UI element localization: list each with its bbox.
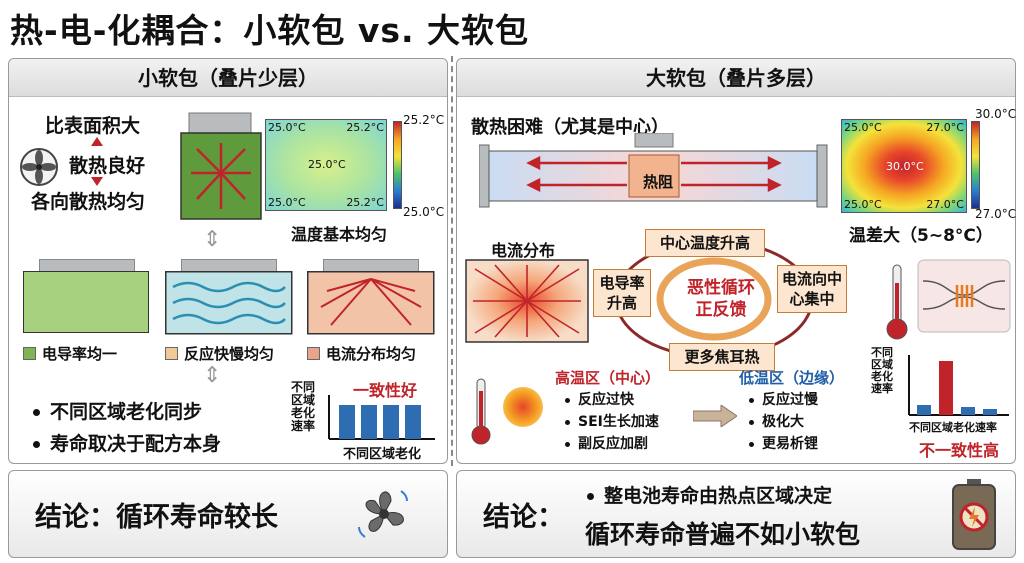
bar-edge-3	[983, 409, 997, 415]
small-colorbar	[393, 121, 402, 209]
arrow-down-icon	[91, 177, 103, 186]
legend-uniform-conductivity: 电导率均一	[23, 343, 117, 364]
zone-arrow-icon	[693, 405, 737, 427]
heat-resistance-label: 热阻	[643, 173, 674, 191]
small-thermal-map: 25.0°C 25.2°C 25.0°C 25.0°C 25.2°C	[265, 119, 387, 211]
double-arrow-icon-2: ⇕	[203, 363, 222, 388]
hot-spot-icon	[503, 387, 543, 427]
conclusion-right: 结论： 整电池寿命由热点区域决定 循环寿命普遍不如小软包	[456, 470, 1016, 558]
hot-zone-item-2: SEI生长加速	[565, 411, 659, 431]
bullet-life-formula: 寿命取决于配方本身	[33, 429, 221, 456]
cycle-more-joule-heat: 更多焦耳热	[669, 343, 775, 371]
large-thermal-center-label: 30.0°C	[886, 160, 924, 173]
colorbar-max-label: 25.2°C	[403, 113, 445, 127]
feature-uniform-dissipation: 各向散热均匀	[31, 191, 146, 213]
legend-uniform-reaction: 反应快慢均匀	[165, 343, 274, 364]
cycle-center-temp-rise: 中心温度升高	[645, 229, 765, 257]
bar-chart-ylabel: 不同区域老化速率	[291, 380, 316, 433]
bar-chart-xlabel: 不同区域老化	[343, 447, 422, 462]
thermal-tr-label: 25.2°C	[346, 121, 384, 134]
large-thermal-br-label: 27.0°C	[926, 198, 964, 211]
cell-uniform-reaction	[165, 271, 293, 335]
cell-uniform-current	[307, 271, 435, 335]
large-cell-diagram	[479, 133, 828, 208]
large-colorbar-min-label: 27.0°C	[975, 207, 1017, 221]
small-cell-diagram	[180, 112, 262, 220]
right-panel-header: 大软包（叠片多层）	[457, 59, 1015, 97]
large-thermal-tl-label: 25.0°C	[844, 121, 882, 134]
thermal-caption: 温度基本均匀	[291, 225, 388, 244]
thermal-center-label: 25.0°C	[308, 158, 346, 171]
bullet-sync-aging: 不同区域老化同步	[33, 397, 202, 424]
cold-zone-item-2: 极化大	[749, 411, 804, 431]
conclusion-right-line1: 整电池寿命由热点区域决定	[587, 481, 832, 508]
large-colorbar	[971, 121, 980, 209]
bar-chart-consistency-label: 一致性好	[353, 381, 418, 400]
thermal-tl-label: 25.0°C	[268, 121, 306, 134]
right-panel-large-pouch: 大软包（叠片多层） 散热困难（尤其是中心） 热阻 25.0°C 27.0°C 3…	[456, 58, 1016, 464]
bar-3	[383, 405, 399, 439]
thermal-br-label: 25.2°C	[346, 196, 384, 209]
wire-coil-icon	[917, 259, 1011, 333]
fan-icon	[20, 148, 58, 186]
right-bar-chart-label: 不一致性高	[919, 441, 1000, 460]
left-panel-header: 小软包（叠片少层）	[9, 59, 447, 97]
current-distribution-label: 电流分布	[491, 241, 556, 260]
page-title: 热-电-化耦合：小软包 vs. 大软包	[10, 11, 530, 50]
bar-center	[939, 361, 953, 415]
bar-2	[361, 405, 377, 439]
conclusion-left-text: 结论：循环寿命较长	[35, 502, 278, 533]
hot-zone-title: 高温区（中心）	[555, 369, 661, 387]
uniform-aging-bar-chart	[328, 395, 435, 440]
thermal-bl-label: 25.0°C	[268, 196, 306, 209]
temperature-difference-label: 温差大（5~8°C）	[849, 226, 993, 246]
panel-divider	[451, 56, 453, 466]
hot-thermometer-icon	[471, 378, 491, 445]
propeller-fan-icon	[358, 490, 408, 538]
heat-dissipation-caption: 散热困难（尤其是中心）	[471, 117, 669, 138]
cold-zone-title: 低温区（边缘）	[739, 369, 845, 387]
cycle-conductivity-rise: 电导率升高	[593, 269, 651, 317]
large-colorbar-max-label: 30.0°C	[975, 107, 1017, 121]
colorbar-min-label: 25.0°C	[403, 205, 445, 219]
left-panel-small-pouch: 小软包（叠片少层） 比表面积大 散热良好 各向散热均匀 25.0°C 25.2°…	[8, 58, 448, 464]
hot-zone-item-3: 副反应加剧	[565, 433, 648, 453]
feature-surface-area: 比表面积大	[45, 115, 141, 137]
arrow-up-icon	[91, 137, 103, 146]
conclusion-right-line2: 循环寿命普遍不如小软包	[585, 520, 861, 549]
cold-zone-item-3: 更易析锂	[749, 433, 818, 453]
battery-warning-icon	[952, 479, 996, 550]
cycle-center-label: 恶性循环正反馈	[687, 278, 755, 320]
feature-heat-dissipation: 散热良好	[69, 155, 146, 177]
conclusion-left: 结论：循环寿命较长	[8, 470, 448, 558]
large-thermal-bl-label: 25.0°C	[844, 198, 882, 211]
thermometer-icon	[886, 264, 908, 340]
legend-uniform-current: 电流分布均匀	[307, 343, 416, 364]
bar-edge-2	[961, 407, 975, 415]
cold-zone-item-1: 反应过慢	[749, 389, 818, 409]
current-distribution-diagram	[465, 259, 589, 343]
bar-4	[405, 405, 421, 439]
hot-zone-item-1: 反应过快	[565, 389, 634, 409]
bar-edge-1	[917, 405, 931, 415]
bar-1	[339, 405, 355, 439]
large-thermal-tr-label: 27.0°C	[926, 121, 964, 134]
cell-uniform-conductivity	[23, 271, 149, 333]
nonuniform-aging-bar-chart	[908, 355, 1009, 416]
double-arrow-icon: ⇕	[203, 227, 222, 252]
cycle-current-concentrate: 电流向中心集中	[777, 265, 847, 313]
large-thermal-map: 25.0°C 27.0°C 30.0°C 25.0°C 27.0°C	[841, 119, 967, 213]
right-bar-chart-xlabel: 不同区域老化速率	[909, 421, 997, 434]
right-bar-chart-ylabel: 不同区域老化速率	[871, 346, 893, 395]
conclusion-right-prefix: 结论：	[483, 502, 564, 533]
